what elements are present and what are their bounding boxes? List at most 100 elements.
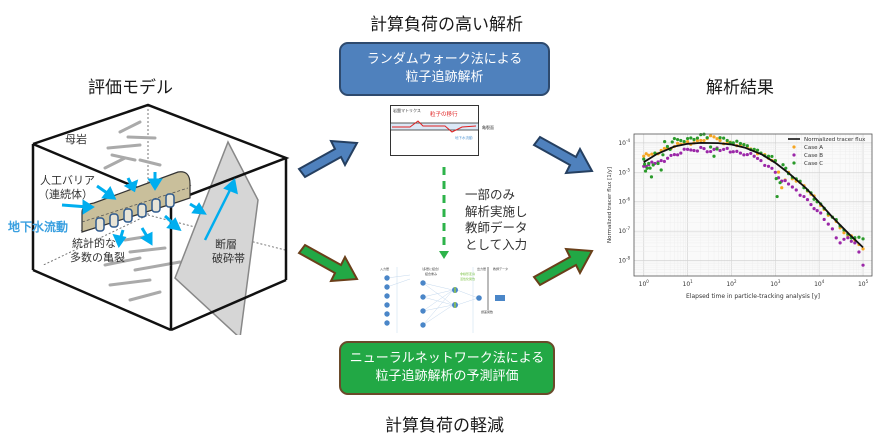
label-output-layer: 出力層 bbox=[477, 266, 486, 271]
data-point-case-b bbox=[766, 164, 771, 168]
label-fractures-2: 多数の亀裂 bbox=[70, 250, 125, 264]
data-point-case-c bbox=[781, 163, 785, 167]
data-point-case-b bbox=[819, 211, 823, 215]
legend-label: Case A bbox=[804, 145, 823, 151]
teacher-note-line: 解析実施し bbox=[465, 203, 528, 219]
data-point-case-b bbox=[759, 158, 763, 163]
heading-analysis-results: 解析結果 bbox=[706, 78, 774, 98]
data-point-case-b bbox=[752, 154, 756, 158]
data-point-case-b bbox=[857, 250, 861, 254]
arrow-neural-net-to-results bbox=[532, 247, 594, 287]
data-point-case-b bbox=[812, 206, 816, 211]
normalized-flux-line bbox=[643, 141, 864, 249]
heading-high-load-analysis: 計算負荷の高い解析 bbox=[370, 15, 523, 35]
label-error-function: 誤差関数 bbox=[481, 309, 493, 314]
data-point-case-a bbox=[699, 138, 703, 143]
data-point-case-b bbox=[735, 149, 739, 153]
data-point-case-b bbox=[665, 156, 670, 160]
data-point-case-c bbox=[715, 147, 719, 151]
data-point-case-b bbox=[749, 151, 753, 156]
data-point-case-a bbox=[642, 154, 646, 158]
label-fault-2: 破砕帯 bbox=[212, 251, 245, 265]
data-point-case-c bbox=[675, 137, 680, 142]
data-point-case-b bbox=[662, 159, 666, 164]
data-point-case-b bbox=[699, 145, 703, 150]
data-point-case-b bbox=[695, 149, 700, 153]
data-point-case-b bbox=[675, 153, 680, 157]
data-point-case-b bbox=[770, 166, 774, 170]
data-point-case-b bbox=[679, 151, 683, 155]
data-point-case-c bbox=[725, 138, 729, 143]
x-tick-label: 100 bbox=[639, 279, 650, 288]
data-point-case-c bbox=[774, 176, 778, 181]
neural-net-box-line1: ニューラルネットワーク法による bbox=[349, 351, 545, 366]
data-point-case-c bbox=[649, 175, 654, 179]
data-point-case-c bbox=[712, 154, 716, 158]
y-tick-label: 10-4 bbox=[618, 138, 630, 147]
neural-net-box-line2: 粒子追跡解析の予測評価 bbox=[375, 369, 519, 384]
random-walk-box-line1: ランダムウォーク法による bbox=[366, 52, 523, 67]
random-walk-box-line2: 粒子追跡解析 bbox=[405, 70, 484, 85]
data-point-case-b bbox=[853, 241, 857, 245]
data-point-case-b bbox=[659, 158, 663, 163]
data-point-case-b bbox=[738, 151, 743, 155]
data-point-case-b bbox=[802, 194, 806, 199]
label-fracture-plane: 亀裂面 bbox=[482, 124, 494, 130]
y-tick-label: 10-5 bbox=[618, 167, 630, 176]
random-walk-diagram: 岩盤マトリクス 粒子の移行 亀裂面 地下水流動 bbox=[390, 105, 494, 156]
chart-ylabel: Normalized tracer flux [1/y] bbox=[607, 167, 613, 243]
legend-label: Case C bbox=[804, 161, 823, 167]
x-tick-label: 105 bbox=[858, 279, 869, 288]
data-point-case-b bbox=[728, 150, 732, 154]
groundwater-flow-arrows bbox=[61, 172, 238, 249]
data-point-case-a bbox=[780, 186, 784, 190]
label-flow: 地下水流動 bbox=[455, 135, 473, 140]
data-point-case-a bbox=[715, 137, 719, 141]
data-point-case-c bbox=[685, 136, 690, 141]
label-barrier-1: 人工バリア bbox=[40, 174, 95, 187]
data-point-case-b bbox=[786, 182, 791, 186]
data-point-case-c bbox=[857, 235, 861, 239]
data-point-case-c bbox=[648, 166, 652, 170]
data-point-case-c bbox=[731, 141, 735, 145]
nn-connections bbox=[386, 267, 479, 333]
chart-xlabel: Elapsed time in particle-tracking analys… bbox=[686, 293, 820, 300]
data-point-case-a bbox=[675, 141, 680, 145]
data-point-case-a bbox=[695, 139, 700, 143]
evaluation-model-diagram: 母岩 人工バリア （連続体） 地下水流動 統計的な 多数の亀裂 断層 破砕帯 bbox=[8, 103, 290, 265]
data-point-case-a bbox=[776, 170, 781, 174]
data-point-case-b bbox=[685, 147, 690, 151]
data-point-case-c bbox=[679, 138, 683, 143]
label-groundwater: 地下水流動 bbox=[8, 219, 68, 234]
data-point-case-a bbox=[861, 247, 865, 251]
legend-label: Case B bbox=[804, 153, 823, 159]
hidden-edge bbox=[42, 214, 149, 265]
data-point-case-b bbox=[798, 193, 802, 197]
arrow-random-walk-to-results bbox=[532, 135, 594, 175]
legend-label: Normalized tracer flux bbox=[804, 137, 866, 143]
teacher-data-arrow bbox=[439, 167, 449, 259]
neural-network-diagram: 入力層 （多層に結合） 結合重み 非線形変換 活性化関数 出力層 教師データ 誤… bbox=[380, 266, 508, 333]
y-tick-label: 10-6 bbox=[618, 197, 630, 206]
data-point-case-a bbox=[647, 153, 651, 157]
data-point-case-b bbox=[689, 148, 693, 152]
data-point-case-b bbox=[842, 237, 846, 241]
data-point-case-c bbox=[692, 137, 696, 142]
data-point-case-b bbox=[763, 163, 767, 168]
data-point-case-c bbox=[682, 139, 686, 144]
nn-nodes bbox=[384, 275, 505, 328]
label-fault-1: 断層 bbox=[215, 237, 237, 251]
data-point-case-b bbox=[705, 150, 709, 154]
data-point-case-b bbox=[650, 160, 654, 164]
matrix-frame bbox=[390, 105, 479, 156]
data-point-case-c bbox=[699, 133, 703, 137]
data-point-case-b bbox=[805, 197, 810, 202]
data-point-case-c bbox=[705, 136, 709, 140]
label-weights: 結合重み bbox=[425, 271, 437, 276]
data-point-case-b bbox=[709, 149, 713, 154]
data-point-case-c bbox=[738, 141, 743, 146]
chart-marks bbox=[642, 132, 865, 267]
legend-marker-swatch bbox=[792, 145, 796, 149]
data-point-case-b bbox=[725, 146, 729, 150]
